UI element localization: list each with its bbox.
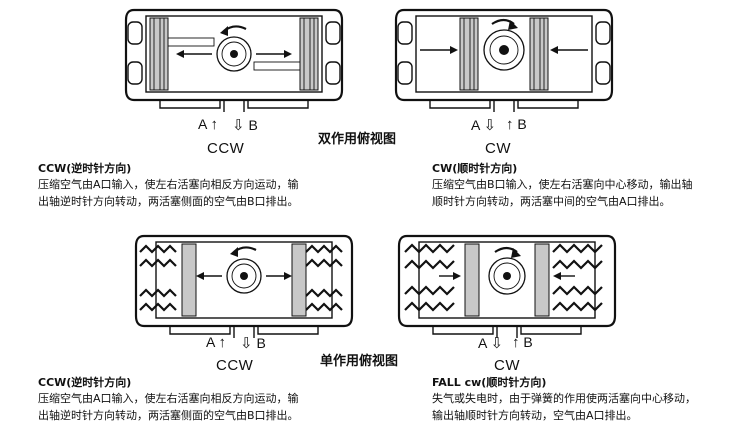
spring-icon: [552, 243, 603, 312]
port-a-label: A ↑: [198, 116, 218, 133]
caption-title: CCW(逆时针方向): [38, 162, 132, 175]
gear-icon: [483, 29, 525, 71]
caption-title: CW(顺时针方向): [432, 162, 518, 175]
port-a-label: A ⇩: [471, 117, 497, 134]
caption-title: CCW(逆时针方向): [38, 376, 132, 389]
caption-title: FALL cw(顺时针方向): [432, 376, 547, 389]
port-b-label: ↑ B: [506, 116, 527, 133]
port-a-label: A ⇩: [478, 335, 504, 352]
arrow-up-solid-icon: ↑: [218, 334, 226, 351]
caption-line: 压缩空气由A口输入，使左右活塞向相反方向运动，输: [38, 392, 299, 405]
port-b-label: ↑ B: [512, 334, 533, 351]
heading-double-acting: 双作用俯视图: [318, 132, 397, 147]
arrow-up-solid-icon: ↑: [506, 116, 514, 133]
caption-line: 失气或失电时，由于弹簧的作用使两活塞向中心移动，: [432, 392, 696, 405]
actuator-diagram-double-cw: [394, 8, 614, 112]
gear-icon: [488, 257, 526, 295]
mode-label-ccw: CCW: [207, 140, 245, 157]
caption-single-cw: FALL cw(顺时针方向) 失气或失电时，由于弹簧的作用使两活塞向中心移动， …: [432, 374, 696, 424]
caption-line: 输出轴顺时针方向转动，空气由A口排出。: [432, 409, 638, 422]
port-b-label: ⇩ B: [232, 117, 258, 134]
arrow-up-solid-icon: ↑: [512, 334, 520, 351]
actuator-diagram-single-ccw: [134, 234, 354, 338]
caption-double-cw: CW(顺时针方向) 压缩空气由B口输入，使左右活塞向中心移动，输出轴 顺时针方向…: [432, 160, 693, 210]
heading-single-acting: 单作用俯视图: [320, 354, 399, 369]
arrow-down-hollow-icon: ⇩: [240, 335, 253, 352]
arrow-up-solid-icon: ↑: [210, 116, 218, 133]
caption-double-ccw: CCW(逆时针方向) 压缩空气由A口输入，使左右活塞向相反方向运动，输 出轴逆时…: [38, 160, 299, 210]
actuator-diagram-single-cw: [397, 234, 617, 338]
mode-label-ccw: CCW: [216, 357, 254, 374]
caption-line: 出轴逆时针方向转动，两活塞侧面的空气由B口排出。: [38, 409, 299, 422]
spring-icon: [404, 243, 455, 312]
port-a-label: A ↑: [206, 334, 226, 351]
caption-single-ccw: CCW(逆时针方向) 压缩空气由A口输入，使左右活塞向相反方向运动，输 出轴逆时…: [38, 374, 299, 424]
gear-icon: [226, 258, 262, 294]
caption-line: 出轴逆时针方向转动，两活塞侧面的空气由B口排出。: [38, 195, 299, 208]
mode-label-cw: CW: [494, 357, 520, 374]
caption-line: 压缩空气由A口输入，使左右活塞向相反方向运动，输: [38, 178, 299, 191]
spring-icon: [139, 244, 177, 312]
port-b-label: ⇩ B: [240, 335, 266, 352]
arrow-down-hollow-icon: ⇩: [232, 117, 245, 134]
spring-icon: [305, 244, 343, 312]
caption-line: 压缩空气由B口输入，使左右活塞向中心移动，输出轴: [432, 178, 693, 191]
gear-icon: [216, 36, 252, 72]
mode-label-cw: CW: [485, 140, 511, 157]
caption-line: 顺时针方向转动，两活塞中间的空气由A口排出。: [432, 195, 671, 208]
arrow-down-hollow-icon: ⇩: [483, 117, 497, 134]
actuator-diagram-double-ccw: [124, 8, 344, 112]
arrow-down-hollow-icon: ⇩: [490, 335, 504, 352]
